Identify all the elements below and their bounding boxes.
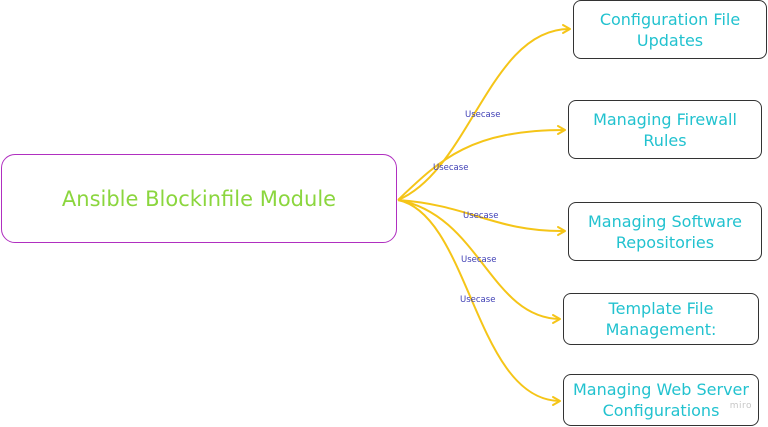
child-node-managing-web-server-configurations[interactable]: Managing Web Server Configurations — [563, 374, 759, 426]
arrowhead-4 — [552, 314, 561, 324]
arrowhead-3 — [557, 226, 566, 236]
edge-usecase-4 — [397, 199, 561, 320]
child-node-line: Managing Web Server — [573, 380, 749, 399]
child-node-line: Managing Software — [587, 211, 743, 231]
root-node[interactable]: Ansible Blockinfile Module — [1, 154, 397, 243]
edge-label-5: Usecase — [460, 295, 495, 305]
child-node-line: Configuration File — [599, 9, 741, 29]
edge-usecase-2 — [397, 129, 566, 201]
child-node-line: Management: — [605, 320, 717, 339]
child-node-text: Managing Firewall Rules — [593, 109, 737, 151]
edge-usecase-3 — [397, 199, 566, 233]
edge-usecase-1 — [397, 27, 571, 201]
edge-label-3: Usecase — [463, 211, 498, 221]
child-node-text: Configuration File Updates — [600, 9, 740, 51]
child-node-text: Managing Software Repositories — [588, 211, 742, 253]
child-node-text: Template File Management: — [606, 298, 717, 340]
child-node-line: Managing Firewall — [593, 109, 737, 129]
child-node-text: Managing Web Server Configurations — [573, 379, 749, 421]
edge-label-2: Usecase — [433, 163, 468, 173]
arrowhead-2 — [557, 125, 566, 135]
root-node-label: Ansible Blockinfile Module — [61, 186, 337, 211]
edge-label-4: Usecase — [461, 255, 496, 265]
edge-usecase-5 — [397, 199, 561, 402]
child-node-line: Updates — [636, 30, 704, 50]
child-node-line: Repositories — [615, 232, 715, 252]
child-node-template-file-management[interactable]: Template File Management: — [563, 293, 759, 345]
arrowhead-1 — [562, 24, 571, 34]
child-node-configuration-file-updates[interactable]: Configuration File Updates — [573, 0, 767, 59]
child-node-line: Rules — [643, 130, 687, 150]
child-node-line: Template File — [608, 299, 714, 318]
arrowhead-5 — [552, 396, 561, 406]
edge-label-1: Usecase — [465, 110, 500, 120]
child-node-line: Configurations — [602, 401, 720, 420]
child-node-managing-firewall-rules[interactable]: Managing Firewall Rules — [568, 100, 762, 159]
child-node-managing-software-repositories[interactable]: Managing Software Repositories — [568, 202, 762, 261]
miro-watermark: miro — [729, 401, 752, 411]
